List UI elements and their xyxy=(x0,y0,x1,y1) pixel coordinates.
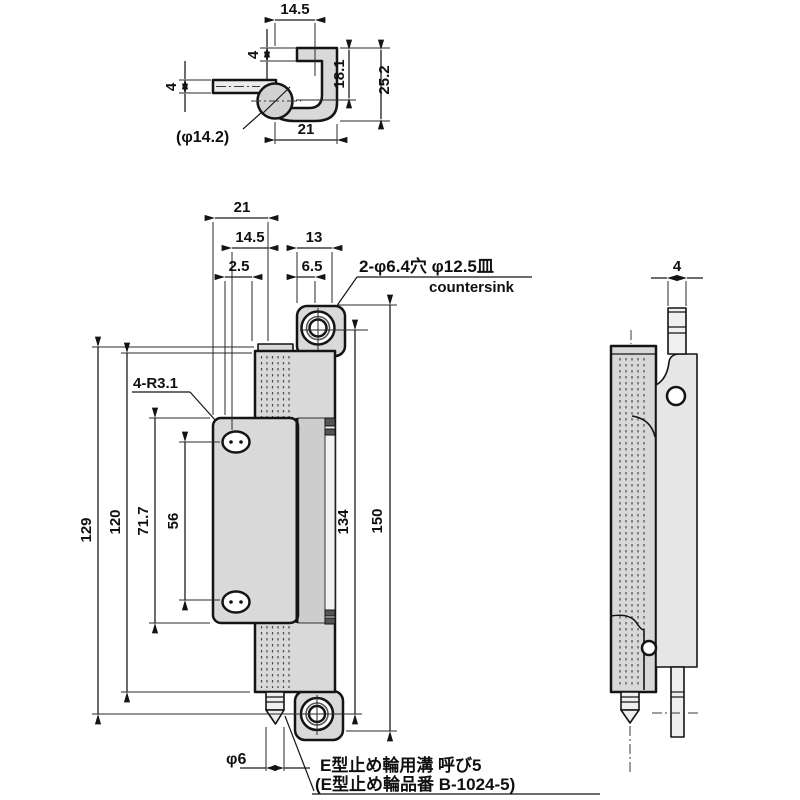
dim-label-120: 120 xyxy=(107,509,124,534)
side-leaf-step xyxy=(610,614,645,690)
note-ering-line2: (E型止め輪品番 B-1024-5) xyxy=(315,774,515,794)
slot-hole-top xyxy=(221,430,251,454)
note-countersink: 2-φ6.4穴 φ12.5皿 countersink xyxy=(335,256,532,308)
edge-blocks xyxy=(324,417,336,625)
dim-label-71-7: 71.7 xyxy=(135,506,152,535)
note-countersink-line2: countersink xyxy=(429,279,515,296)
dim-front-2-5: 2.5 xyxy=(214,258,263,415)
note-ering: E型止め輪用溝 呼び5 (E型止め輪品番 B-1024-5) xyxy=(284,715,600,795)
dim-25-2: 25.2 xyxy=(340,39,393,130)
dim-label-front-2-5: 2.5 xyxy=(229,258,250,275)
dim-56: 56 xyxy=(165,431,220,611)
pin-bottom-front xyxy=(265,691,285,725)
dim-label-leaf-4: 4 xyxy=(163,82,180,91)
dim-leaf-4: 4 xyxy=(163,61,211,112)
top-view: 14.5 4 4 18.1 25.2 xyxy=(163,1,393,146)
dim-129: 129 xyxy=(78,336,254,725)
countersink-hole-top xyxy=(300,308,336,350)
dim-label-18-1: 18.1 xyxy=(331,59,348,88)
note-countersink-line1: 2-φ6.4穴 φ12.5皿 xyxy=(359,256,494,276)
dim-top-14-5: 14.5 xyxy=(264,1,326,76)
knurl-lines-front xyxy=(260,356,290,688)
dim-label-129: 129 xyxy=(78,517,95,542)
dim-label-top-14-5: 14.5 xyxy=(280,1,309,18)
dim-label-front-6-5: 6.5 xyxy=(302,258,323,275)
front-view: 21 14.5 2.5 13 6.5 2-φ6.4穴 φ12. xyxy=(78,199,600,795)
slot-hole-bottom xyxy=(221,590,251,614)
side-hole-upper xyxy=(665,385,687,407)
knurl-lines-side xyxy=(619,358,645,688)
dim-150: 150 xyxy=(337,294,397,742)
dim-label-front-14-5: 14.5 xyxy=(235,229,264,246)
dim-label-front-21: 21 xyxy=(234,199,251,216)
dim-18-1: 18.1 xyxy=(296,39,356,109)
side-corner-curve xyxy=(631,415,656,438)
dim-label-pin-dia: φ6 xyxy=(226,751,246,768)
note-knuckle-dia: (φ14.2) xyxy=(176,111,263,146)
dim-label-25-2: 25.2 xyxy=(376,65,393,94)
pin-top-side xyxy=(667,307,687,355)
dim-front-14-5: 14.5 xyxy=(221,229,279,430)
dim-label-front-13: 13 xyxy=(306,229,323,246)
dim-label-knuckle-dia: (φ14.2) xyxy=(176,129,229,146)
note-corner-radius-label: 4-R3.1 xyxy=(133,375,178,392)
dim-side-4: 4 xyxy=(651,258,703,306)
note-ering-line1: E型止め輪用溝 呼び5 xyxy=(320,755,482,775)
dim-label-flange-4: 4 xyxy=(245,50,262,59)
side-hole-lower xyxy=(640,639,658,657)
dim-134: 134 xyxy=(300,319,368,725)
dim-120: 120 xyxy=(107,342,252,703)
dim-label-side-4: 4 xyxy=(673,258,682,275)
dim-label-56: 56 xyxy=(165,513,182,530)
body-edge-strip xyxy=(324,417,336,624)
tab-edge-side xyxy=(670,666,685,738)
pin-bottom-side xyxy=(620,691,640,724)
dim-label-134: 134 xyxy=(335,509,352,535)
side-view: 4 xyxy=(609,258,703,772)
dim-label-top-21: 21 xyxy=(298,121,315,138)
dim-pin-dia: φ6 xyxy=(226,727,310,772)
note-corner-radius: 4-R3.1 xyxy=(132,375,217,422)
dim-label-150: 150 xyxy=(369,508,386,533)
dim-top-21: 21 xyxy=(264,121,348,144)
dim-front-21: 21 xyxy=(204,199,279,415)
dim-front-6-5: 6.5 xyxy=(286,258,326,303)
body-right-strip xyxy=(297,417,326,624)
dim-71-7: 71.7 xyxy=(135,407,210,634)
dim-flange-4: 4 xyxy=(245,29,296,80)
